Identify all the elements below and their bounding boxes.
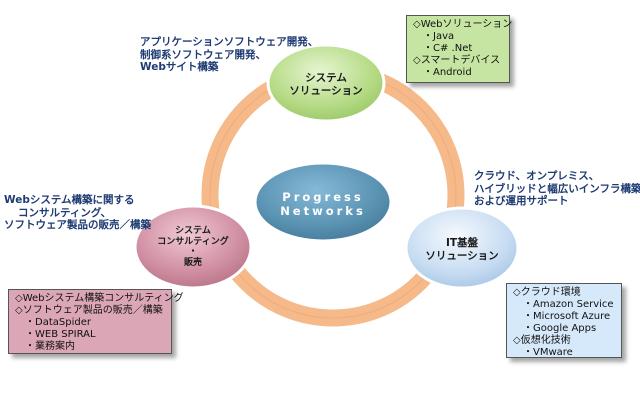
top-note-subitem: ・Android: [423, 67, 472, 78]
center-node: [253, 161, 393, 243]
top-description-line: Webサイト構築: [140, 61, 219, 73]
left-node-line2: コンサルティング: [157, 236, 229, 247]
center-label-line1: Progress: [282, 190, 364, 204]
top-description-line: 制御系ソフトウェア開発、: [140, 48, 266, 61]
left-description-line: ソフトウェア製品の販売／構築: [4, 219, 151, 231]
left-note-subitem: ・業務案内: [25, 341, 75, 352]
left-note: ◇Webシステム構築コンサルティング ◇ソフトウェア製品の販売／構築 ・Data…: [8, 289, 184, 354]
left-description: Webシステム構築に関する コンサルティング、 ソフトウェア製品の販売／構築: [4, 194, 151, 232]
top-note-subitem: ・C# .Net: [423, 43, 473, 54]
top-description: アプリケーションソフトウェア開発、 制御系ソフトウェア開発、 Webサイト構築: [140, 36, 318, 74]
left-description-line: Webシステム構築に関する: [4, 194, 135, 206]
right-node-line2: ソリューション: [425, 250, 499, 262]
right-note-subitem: ・Google Apps: [523, 323, 597, 334]
left-node-line3: ・: [188, 247, 198, 257]
center-label-line2: Networks: [280, 204, 366, 218]
right-note-item: ◇クラウド環境: [513, 287, 581, 298]
right-description-line: クラウド、オンプレミス、: [474, 170, 600, 182]
top-note-item: ◇Webソリューション: [413, 19, 513, 30]
right-node-line1: IT基盤: [445, 237, 479, 249]
top-node-label: システム ソリューション: [268, 72, 384, 98]
top-note-subitem: ・Java: [423, 31, 455, 42]
top-description-line: アプリケーションソフトウェア開発、: [140, 36, 319, 48]
right-note-item: ◇仮想化技術: [513, 335, 571, 346]
left-note-item: ◇Webシステム構築コンサルティング: [15, 293, 184, 304]
right-note-subitem: ・Microsoft Azure: [523, 311, 611, 322]
top-node-line1: システム: [305, 72, 347, 84]
right-node: [404, 206, 520, 290]
left-note-item: ◇ソフトウェア製品の販売／構築: [15, 305, 163, 316]
top-node: [266, 43, 386, 123]
center-label: Progress Networks: [255, 190, 391, 218]
right-note-subitem: ・VMware: [523, 347, 573, 358]
right-description-line: ハイブリッドと幅広いインフラ構築: [474, 182, 640, 195]
top-note-item: ◇スマートデバイス: [413, 55, 501, 66]
left-node-label: システム コンサルティング ・ 販売: [137, 226, 249, 268]
top-node-line2: ソリューション: [289, 85, 363, 97]
left-note-subitem: ・DataSpider: [25, 317, 91, 328]
left-node: [133, 204, 253, 290]
top-note: ◇Webソリューション ・Java ・C# .Net ◇スマートデバイス ・An…: [406, 15, 513, 83]
left-description-line: コンサルティング、: [18, 206, 112, 219]
right-description-line: および運用サポート: [474, 195, 569, 207]
right-node-label: IT基盤 ソリューション: [406, 237, 518, 263]
left-note-subitem: ・WEB SPIRAL: [25, 329, 96, 340]
right-description: クラウド、オンプレミス、 ハイブリッドと幅広いインフラ構築 および運用サポート: [474, 170, 640, 208]
right-note: ◇クラウド環境 ・Amazon Service ・Microsoft Azure…: [506, 283, 622, 358]
left-node-line4: 販売: [183, 257, 202, 268]
right-note-subitem: ・Amazon Service: [523, 299, 614, 310]
left-node-line1: システム: [175, 226, 211, 236]
